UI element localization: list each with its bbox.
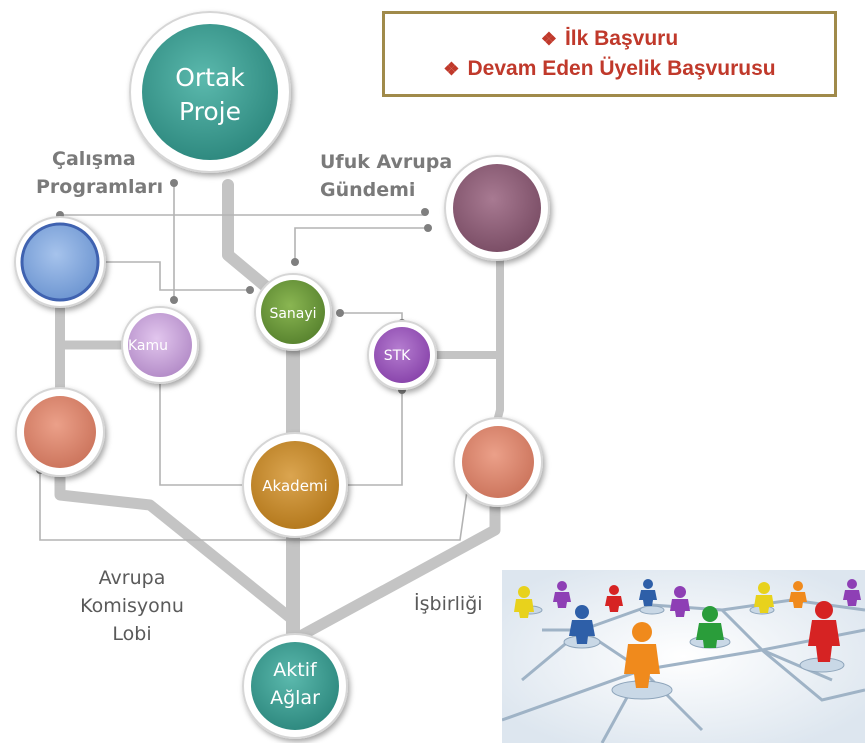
node-kamu-label: Kamu bbox=[128, 338, 168, 354]
label-isbirligi: İşbirliği bbox=[414, 592, 483, 615]
node-mauve bbox=[444, 155, 550, 261]
node-ortak-proje-label-1: Ortak bbox=[175, 63, 245, 92]
label-ufuk-1: Ufuk Avrupa bbox=[320, 151, 452, 173]
person-purple-right bbox=[843, 579, 861, 606]
person-yellow-small bbox=[754, 582, 774, 613]
person-orange bbox=[624, 622, 660, 688]
diamond-bullet-icon: ❖ bbox=[540, 29, 557, 49]
people-network-illustration bbox=[502, 570, 865, 743]
node-sanayi-label: Sanayi bbox=[269, 306, 316, 322]
person-red-small bbox=[605, 585, 623, 612]
label-avrupa-2: Komisyonu bbox=[80, 595, 184, 617]
node-akademi-label: Akademi bbox=[262, 477, 327, 495]
node-aktif-aglar: Aktif Ağlar bbox=[242, 633, 348, 739]
person-blue bbox=[569, 605, 595, 644]
node-ortak-proje-label-2: Proje bbox=[179, 97, 241, 126]
label-ufuk-2: Gündemi bbox=[320, 179, 415, 201]
label-avrupa-1: Avrupa bbox=[99, 567, 166, 589]
label-avrupa-3: Lobi bbox=[112, 623, 151, 645]
person-blue-small bbox=[639, 579, 657, 606]
trunk-ortak-to-sanayi bbox=[222, 179, 288, 306]
node-stk: STK bbox=[367, 320, 437, 390]
legend-box: ❖ İlk Başvuru ❖ Devam Eden Üyelik Başvurus… bbox=[382, 11, 837, 97]
label-calisma-1: Çalışma bbox=[52, 148, 136, 170]
node-salmon-right bbox=[453, 417, 543, 507]
person-purple-small bbox=[670, 586, 690, 617]
node-akademi: Akademi bbox=[242, 432, 348, 538]
person-purple bbox=[553, 581, 571, 608]
person-orange-small bbox=[789, 581, 807, 608]
node-aktif-aglar-label-2: Ağlar bbox=[270, 687, 320, 709]
branch-salmon-to-aktif bbox=[54, 456, 299, 626]
legend-item-ilk-basvuru: ❖ İlk Başvuru bbox=[541, 24, 678, 54]
legend-item-label: Devam Eden Üyelik Başvurusu bbox=[467, 57, 776, 80]
node-stk-label: STK bbox=[384, 348, 411, 364]
node-salmon-left bbox=[15, 387, 105, 477]
person-yellow bbox=[514, 586, 534, 618]
label-calisma-2: Programları bbox=[36, 176, 163, 198]
node-sanayi: Sanayi bbox=[254, 273, 332, 351]
person-green bbox=[696, 606, 724, 648]
node-ortak-proje: Ortak Proje bbox=[129, 11, 291, 173]
legend-item-devam-eden: ❖ Devam Eden Üyelik Başvurusu bbox=[443, 54, 775, 84]
node-aktif-aglar-label-1: Aktif bbox=[273, 659, 318, 681]
legend-item-label: İlk Başvuru bbox=[564, 27, 679, 50]
node-blue bbox=[14, 216, 106, 308]
diamond-bullet-icon: ❖ bbox=[443, 59, 460, 79]
node-kamu: Kamu bbox=[121, 306, 199, 384]
person-red bbox=[808, 601, 840, 662]
